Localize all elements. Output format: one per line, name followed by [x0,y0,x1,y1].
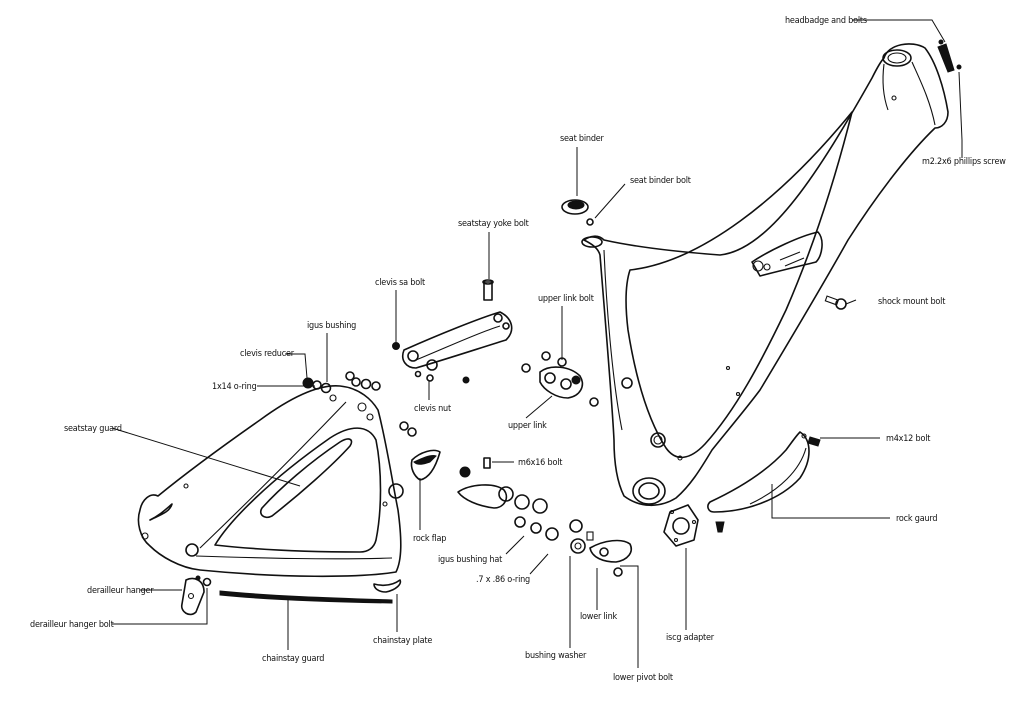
m4x12-bolt [807,436,821,447]
label-chainstay-plate: chainstay plate [373,636,432,646]
label-headbadge-and-bolts: headbadge and bolts [785,16,867,26]
label-iscg-adapter: iscg adapter [666,633,715,643]
chainstay-guard [219,590,393,604]
label-m22x6-phillips-screw: m2.2x6 phillips screw [922,157,1006,167]
label-clevis-sa-bolt: clevis sa bolt [375,278,425,288]
label-seat-binder-bolt: seat binder bolt [630,176,691,186]
seatstay-yoke [392,311,513,371]
shock-mount-bolt [824,295,847,310]
label-rock-gaurd: rock gaurd [896,514,937,524]
label-derailleur-hanger: derailleur hanger [87,586,154,596]
label-m6x16-bolt: m6x16 bolt [518,458,562,468]
clevis-nut [414,370,470,384]
label-lower-link: lower link [580,612,618,622]
label-bushing-washer: bushing washer [525,651,587,661]
label-1x14-o-ring: 1x14 o-ring [212,382,257,392]
chainstay-plate [373,579,402,593]
iscg-adapter [663,504,699,547]
label-upper-link-bolt: upper link bolt [538,294,594,304]
seat-binder [561,199,594,226]
seatstay-yoke-bolt [482,279,494,301]
label-upper-link: upper link [508,421,547,431]
lower-link-hardware [457,457,632,577]
label-clevis-nut: clevis nut [414,404,451,414]
label-shock-mount-bolt: shock mount bolt [878,297,945,307]
rock-guard [707,431,810,533]
label-seat-binder: seat binder [560,134,605,144]
label-m4x12-bolt: m4x12 bolt [886,434,930,444]
label-seatstay-yoke-bolt: seatstay yoke bolt [458,219,529,229]
rear-triangle [137,385,404,578]
label-seatstay-guard: seatstay guard [64,424,122,434]
label-derailleur-hanger-bolt: derailleur hanger bolt [30,620,114,630]
label-clevis-reducer: clevis reducer [240,349,295,359]
label-7x86-o-ring: .7 x .86 o-ring [476,575,530,585]
label-igus-bushing-hat: igus bushing hat [438,555,502,565]
part-labels: headbadge and bolts m2.2x6 phillips scre… [30,16,1006,683]
label-lower-pivot-bolt: lower pivot bolt [613,673,673,683]
upper-link [521,351,599,407]
leader-lines [111,19,963,668]
rock-flap [410,449,441,481]
label-chainstay-guard: chainstay guard [262,654,324,664]
label-igus-bushing: igus bushing [307,321,356,331]
derailleur-hanger [180,575,212,616]
front-triangle [581,43,949,507]
headbadge-and-bolts [937,39,962,73]
label-rock-flap: rock flap [413,534,446,544]
